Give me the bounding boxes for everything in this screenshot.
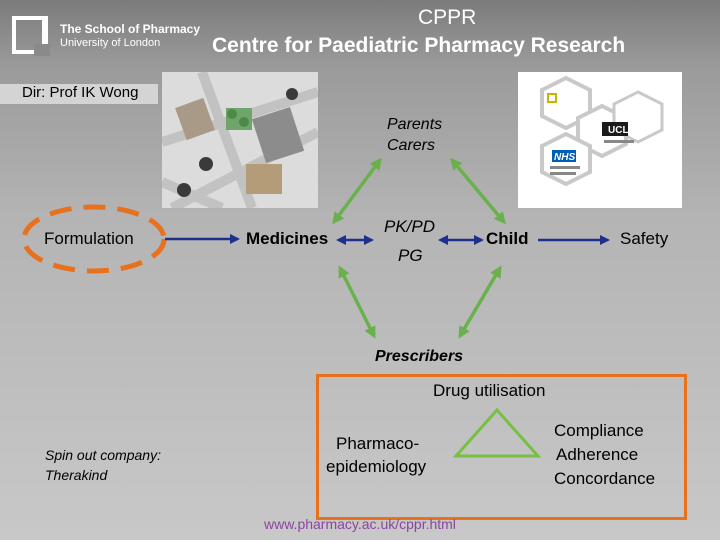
arrow-parents-child — [450, 157, 506, 225]
child-label: Child — [486, 229, 529, 248]
green-triangle — [452, 407, 542, 458]
pharmacoepidemiology-line1: Pharmaco- — [336, 434, 420, 453]
arrow-child-prescribers — [458, 265, 502, 339]
pharmacoepidemiology-line2: epidemiology — [326, 457, 427, 476]
school-name: The School of Pharmacy — [60, 22, 201, 36]
spin-out-line2: Therakind — [45, 467, 108, 483]
nhs-logo-text: NHS — [554, 152, 575, 163]
medicines-label: Medicines — [246, 229, 329, 248]
footer-url-link[interactable]: www.pharmacy.ac.uk/cppr.html — [264, 516, 456, 532]
prescribers-label: Prescribers — [375, 348, 464, 365]
spin-out-line1: Spin out company: — [45, 447, 161, 463]
page-title-acronym: CPPR — [418, 6, 477, 29]
parents-carers-label: Parents Carers — [387, 116, 443, 154]
director-label: Dir: Prof IK Wong — [0, 84, 158, 104]
page-title: Centre for Paediatric Pharmacy Research — [212, 34, 626, 57]
compliance-label: Compliance — [554, 421, 644, 440]
university-name: University of London — [60, 37, 161, 49]
school-logo-icon — [12, 16, 50, 56]
formulation-highlight-ellipse — [21, 204, 167, 274]
partner-logos-image: UCL NHS — [518, 72, 682, 208]
safety-label: Safety — [620, 229, 669, 248]
arrow-medicines-prescribers — [338, 265, 376, 339]
concordance-label: Concordance — [554, 469, 656, 488]
ucl-logo-text: UCL — [608, 125, 629, 136]
arrow-parents-medicines — [332, 157, 382, 225]
formulation-label: Formulation — [44, 229, 134, 248]
drug-utilisation-box — [316, 374, 687, 520]
pkpd-label: PK/PD — [384, 217, 436, 236]
drug-utilisation-label: Drug utilisation — [433, 381, 546, 400]
campus-map-image — [162, 72, 318, 208]
pg-label: PG — [398, 246, 423, 265]
adherence-label: Adherence — [556, 445, 639, 464]
